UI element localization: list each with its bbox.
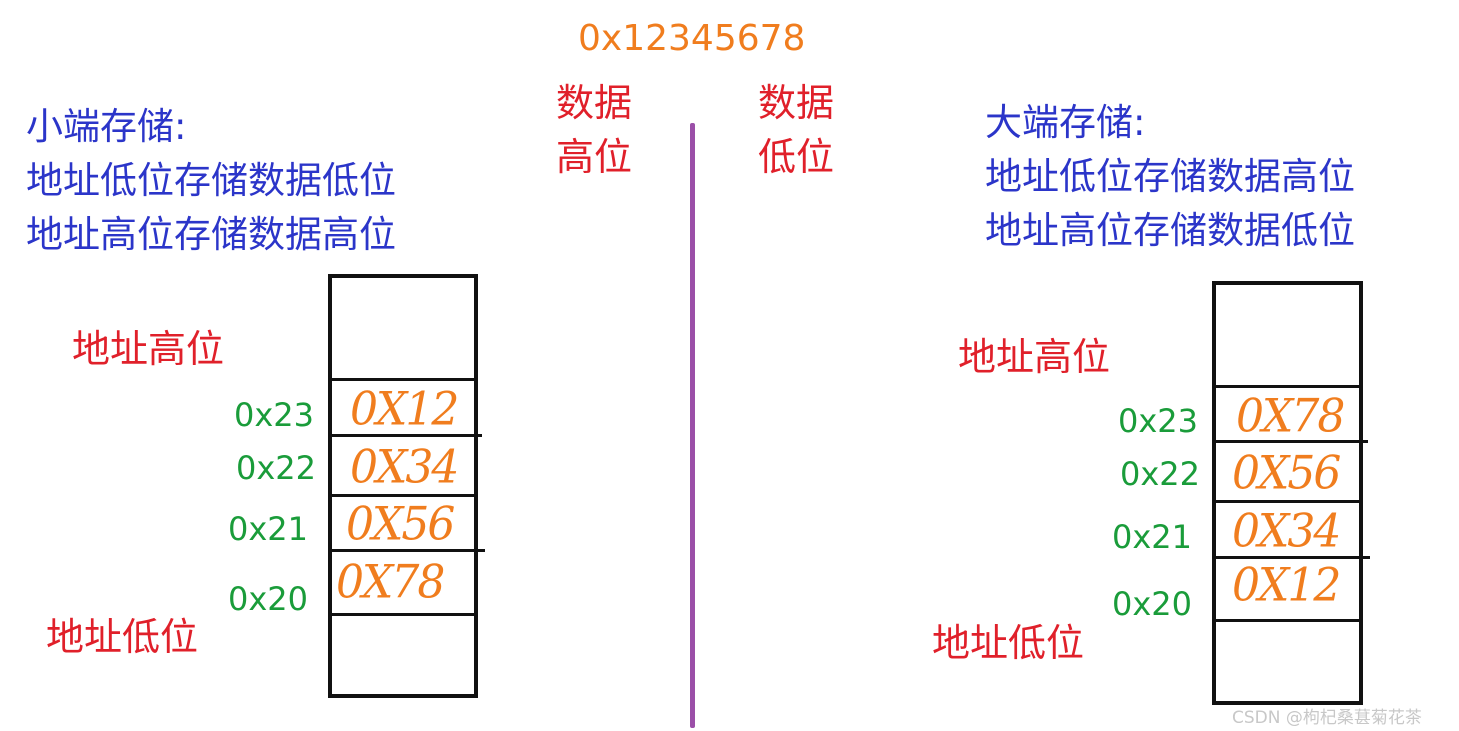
value-label: 0x12345678 — [578, 18, 806, 59]
data-high-label: 数据 高位 — [556, 76, 632, 184]
data-high-label-line-1: 数据 — [556, 81, 633, 125]
little-endian-rule-1: 地址低位存储数据低位 — [26, 159, 396, 202]
stack-divider — [330, 494, 476, 497]
left-cell-value: 0X34 — [350, 440, 459, 495]
center-divider — [690, 123, 695, 728]
big-endian-memory-stack — [1212, 281, 1363, 705]
data-low-label: 数据 低位 — [758, 76, 834, 184]
stack-divider — [1214, 500, 1361, 503]
right-address-0x20: 0x20 — [1112, 585, 1193, 623]
big-endian-rule-2: 地址高位存储数据低位 — [985, 209, 1355, 252]
little-endian-description: 小端存储: 地址低位存储数据低位 地址高位存储数据高位 — [26, 100, 396, 262]
stack-divider — [330, 613, 476, 616]
left-address-0x21: 0x21 — [228, 510, 309, 548]
right-cell-value: 0X78 — [1236, 389, 1345, 444]
right-address-high-label: 地址高位 — [958, 335, 1111, 379]
stack-divider — [330, 378, 476, 381]
right-cell-value: 0X34 — [1232, 504, 1341, 559]
stack-divider — [330, 434, 482, 437]
data-low-label-line-2: 低位 — [758, 135, 835, 179]
big-endian-description: 大端存储: 地址低位存储数据高位 地址高位存储数据低位 — [985, 96, 1355, 258]
right-address-low-label: 地址低位 — [932, 621, 1085, 665]
little-endian-rule-2: 地址高位存储数据高位 — [26, 213, 396, 256]
stack-divider — [1214, 556, 1370, 559]
left-cell-value: 0X12 — [350, 382, 459, 437]
right-address-0x23: 0x23 — [1118, 402, 1199, 440]
left-address-low-label: 地址低位 — [46, 615, 199, 659]
big-endian-title: 大端存储: — [985, 101, 1146, 144]
data-low-label-line-1: 数据 — [758, 81, 835, 125]
left-address-0x23: 0x23 — [234, 396, 315, 434]
right-cell-value: 0X12 — [1232, 558, 1341, 613]
right-address-0x22: 0x22 — [1120, 455, 1201, 493]
big-endian-rule-1: 地址低位存储数据高位 — [985, 155, 1355, 198]
data-high-label-line-2: 高位 — [556, 135, 633, 179]
left-address-0x22: 0x22 — [236, 449, 317, 487]
left-cell-value: 0X56 — [346, 497, 455, 552]
little-endian-title: 小端存储: — [26, 105, 187, 148]
left-address-high-label: 地址高位 — [72, 327, 225, 371]
stack-divider — [1214, 440, 1368, 443]
stack-divider — [1214, 385, 1361, 388]
watermark: CSDN @枸杞桑葚菊花茶 — [1232, 708, 1422, 728]
stack-divider — [1214, 619, 1361, 622]
right-cell-value: 0X56 — [1232, 446, 1341, 501]
little-endian-memory-stack — [328, 274, 478, 698]
right-address-0x21: 0x21 — [1112, 518, 1193, 556]
left-cell-value: 0X78 — [336, 555, 445, 610]
stack-divider — [330, 549, 485, 552]
left-address-0x20: 0x20 — [228, 580, 309, 618]
